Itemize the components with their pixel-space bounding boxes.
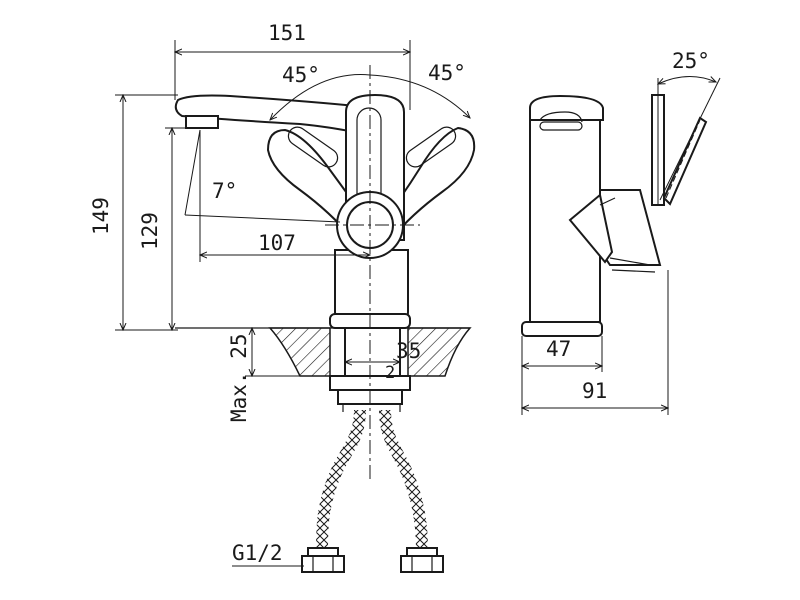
side-lever-tilted bbox=[662, 116, 708, 206]
hose-left bbox=[316, 409, 366, 551]
overall-width-label: 151 bbox=[268, 21, 306, 45]
faucet-body bbox=[334, 249, 409, 321]
overall-height-label: 149 bbox=[89, 197, 113, 235]
spout-height-label: 129 bbox=[138, 212, 162, 250]
countertop-left-section bbox=[268, 327, 331, 377]
spout-tilt-angle-label: 7° bbox=[212, 179, 237, 203]
small-marker-label: 2 bbox=[385, 363, 395, 383]
side-base-width-label: 47 bbox=[546, 337, 571, 361]
lever-tilt-angle-label: 25° bbox=[672, 49, 710, 73]
side-spout-top bbox=[529, 94, 604, 121]
mounting-shank bbox=[344, 327, 401, 379]
mount-depth-label: Max. 25 bbox=[227, 333, 251, 422]
side-base bbox=[521, 321, 603, 337]
handle-left-angle-label: 45° bbox=[282, 63, 320, 87]
spout-reach-label: 107 bbox=[258, 231, 296, 255]
side-depth-label: 91 bbox=[582, 379, 607, 403]
side-view: 25° 47 91 bbox=[521, 49, 721, 415]
side-cartridge-wedge bbox=[568, 193, 614, 264]
front-view: 151 45° 45° 7° 107 149 129 Max. 25 35 2 bbox=[89, 21, 476, 573]
hose-fitting-left bbox=[301, 547, 345, 573]
hose-right bbox=[379, 409, 428, 551]
hose-fitting-right bbox=[400, 547, 444, 573]
countertop-right-section bbox=[407, 327, 472, 377]
handle-right-angle-label: 45° bbox=[428, 61, 466, 85]
aerator bbox=[185, 115, 219, 129]
hole-diameter-label: 35 bbox=[396, 339, 421, 363]
connection-thread-label: G1/2 bbox=[232, 541, 283, 565]
